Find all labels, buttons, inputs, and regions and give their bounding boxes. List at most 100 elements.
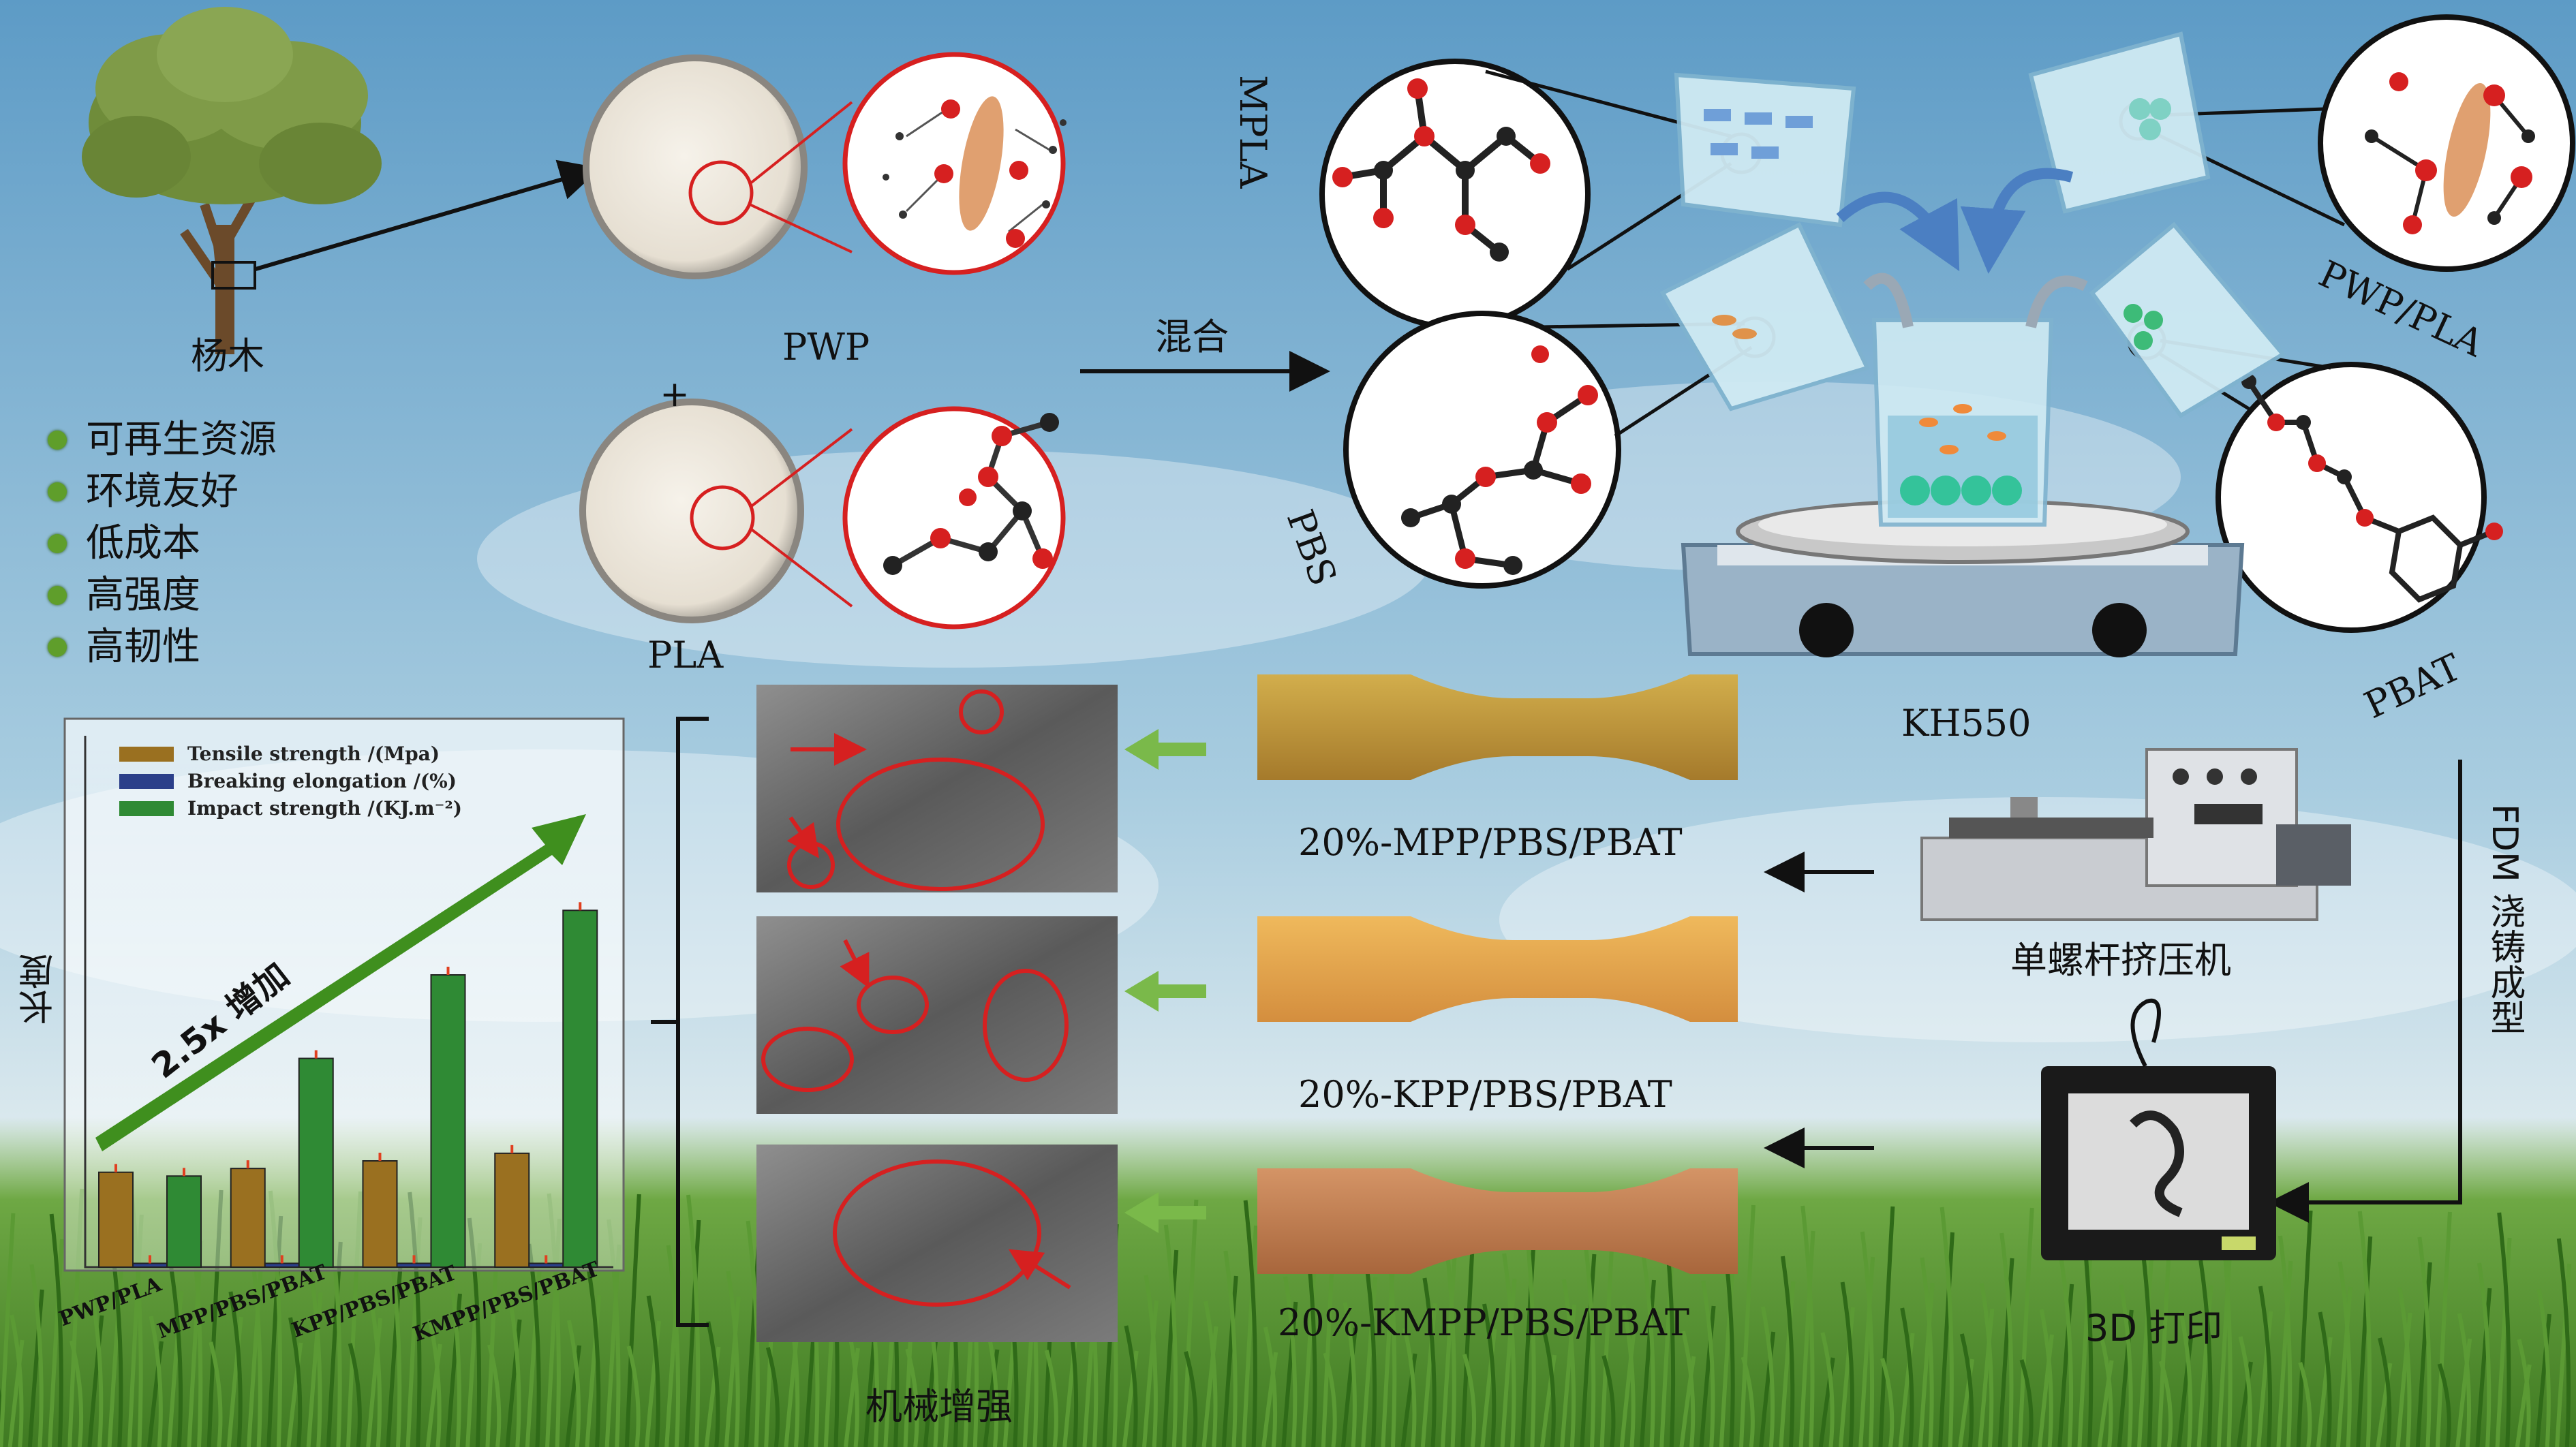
bar-tensile	[362, 1160, 398, 1268]
grass-blade	[2356, 1236, 2373, 1447]
grass-blade	[1560, 1304, 1577, 1447]
grass-blade	[1719, 1255, 1736, 1447]
mechanical-reinforcement-label: 机械增强	[865, 1385, 1013, 1428]
grass-blade	[1978, 1308, 1995, 1447]
grass-blade	[1699, 1305, 1716, 1447]
bar-breaking	[264, 1262, 300, 1269]
bullet-icon	[48, 431, 67, 450]
grass-blade	[2555, 1263, 2572, 1447]
grass-blade	[1361, 1277, 1378, 1447]
grass-blade	[1818, 1357, 1835, 1447]
grass-blade	[209, 1341, 223, 1447]
grass-blade	[706, 1321, 720, 1447]
grass-blade	[2318, 1311, 2332, 1447]
sem-image-2	[756, 916, 1118, 1114]
sample-kmpp-label: 20%-KMPP/PBS/PBAT	[1278, 1301, 1690, 1344]
pwp-powder-disc	[583, 52, 1066, 279]
kh550-label: KH550	[1901, 702, 2031, 745]
grass-blade	[1621, 1305, 1636, 1447]
benefit-text: 高强度	[86, 573, 200, 617]
grass-blade	[1641, 1254, 1655, 1447]
grass-blade	[10, 1314, 24, 1447]
grass-blade	[1142, 1300, 1159, 1447]
legend-text-impact: Impact strength /(KJ.m⁻²)	[187, 797, 462, 820]
grass-blade	[2517, 1339, 2531, 1447]
legend-breaking: Breaking elongation /(%)	[119, 770, 457, 792]
grass-blade	[1999, 1232, 2014, 1447]
grass-blade	[487, 1344, 502, 1447]
growth-arrow-icon	[95, 814, 586, 1151]
grass-blade	[765, 1347, 780, 1447]
grass-blade	[983, 1349, 1000, 1447]
grass-blade	[168, 1265, 183, 1447]
chart-ylabel: 长度	[19, 954, 60, 1025]
grass-blade	[1362, 1251, 1377, 1447]
bar-impact	[298, 1057, 334, 1268]
grass-blade	[0, 1213, 16, 1447]
grass-blade	[1779, 1281, 1796, 1447]
poplar-tree-icon	[82, 7, 382, 354]
grass-blade	[2497, 1212, 2511, 1447]
benefit-item: 可再生资源	[48, 414, 277, 466]
grass-blade	[2395, 1312, 2412, 1447]
grass-blade	[585, 1294, 602, 1447]
grass-blade	[1878, 1206, 1895, 1447]
grass-blade	[1163, 1224, 1178, 1447]
grass-blade	[1323, 1352, 1337, 1447]
grass-blade	[1601, 1355, 1616, 1447]
grass-blade	[2179, 1310, 2193, 1447]
grass-blade	[306, 1292, 323, 1447]
mpla-molecule	[1332, 78, 1550, 262]
grass-blade	[1701, 1280, 1715, 1447]
grass-blade	[2099, 1335, 2113, 1447]
plus-sign: +	[660, 374, 690, 415]
grass-blade	[2337, 1261, 2352, 1447]
grass-blade	[525, 1269, 542, 1447]
grass-blade	[1122, 1350, 1139, 1447]
pwp-molecule	[883, 96, 1067, 248]
grass-blade	[724, 1296, 741, 1447]
grass-blade	[507, 1294, 521, 1447]
grass-blade	[1839, 1307, 1855, 1447]
grass-blade	[1800, 1205, 1815, 1447]
grass-blade	[1184, 1351, 1198, 1447]
grass-blade	[1182, 1199, 1199, 1447]
bullet-icon	[48, 534, 67, 553]
grass-blade	[684, 1219, 701, 1447]
grass-blade	[2357, 1211, 2372, 1447]
grass-blade	[1840, 1281, 1854, 1447]
pla-plus-sign: +	[660, 374, 690, 415]
grass-blade	[1203, 1301, 1218, 1447]
beaker-pbs-icon	[1659, 221, 1871, 411]
grass-blade	[2457, 1313, 2472, 1447]
grass-blade	[1162, 1249, 1179, 1447]
grass-blade	[2298, 1362, 2312, 1447]
grass-blade	[2019, 1359, 2034, 1447]
grass-blade	[646, 1295, 660, 1447]
grass-blade	[1679, 1356, 1696, 1447]
grass-blade	[2515, 1364, 2532, 1447]
grass-blade	[1582, 1228, 1596, 1447]
grass-blade	[1462, 1354, 1477, 1447]
legend-tensile: Tensile strength /(Mpa)	[119, 743, 440, 765]
grass-blade	[2216, 1234, 2233, 1447]
grass-blade	[1918, 1282, 1935, 1447]
grass-blade	[1044, 1350, 1058, 1447]
dogbone-specimen-1	[1257, 674, 1738, 780]
grass-blade	[2397, 1287, 2412, 1447]
chart-bracket	[651, 717, 709, 1327]
grass-blade	[2336, 1286, 2352, 1447]
grass-blade	[1858, 1256, 1875, 1447]
grass-blade	[2378, 1337, 2392, 1447]
mpla-label: MPLA	[1231, 75, 1274, 189]
grass-blade	[1580, 1254, 1597, 1447]
grass-blade	[1640, 1279, 1656, 1447]
grass-blade	[565, 1345, 582, 1447]
grass-blade	[2296, 1210, 2313, 1447]
pour-arrows	[1836, 168, 2088, 328]
grass-blade	[1938, 1232, 1954, 1447]
grass-blade	[1422, 1277, 1437, 1447]
grass-blade	[1420, 1303, 1437, 1447]
grass-blade	[2417, 1236, 2432, 1447]
grass-blade	[1402, 1328, 1417, 1447]
